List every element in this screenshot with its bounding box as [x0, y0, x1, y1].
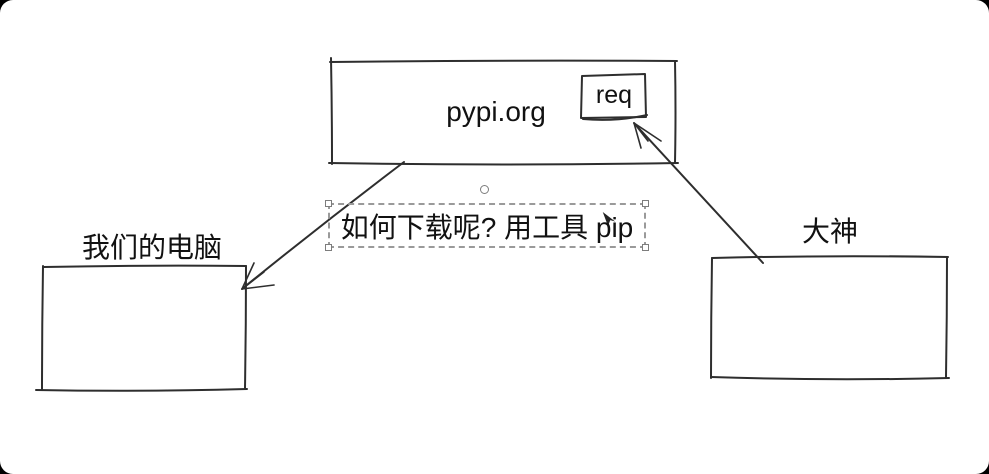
selection-handle-top-right[interactable]: [642, 200, 649, 207]
expert-box-label[interactable]: 大神: [801, 216, 858, 247]
arrow-pypi-to-computer[interactable]: [241, 161, 405, 290]
req-box-label[interactable]: req: [595, 81, 633, 109]
selection-box[interactable]: 如何下载呢? 用工具 pip: [325, 200, 649, 251]
selection-handle-bottom-left[interactable]: [325, 244, 332, 251]
our-computer-box-label[interactable]: 我们的电脑: [82, 232, 223, 263]
our-computer-box-outline[interactable]: [35, 264, 248, 392]
pypi-box-label[interactable]: pypi.org: [446, 96, 546, 127]
rotate-handle[interactable]: [480, 185, 489, 194]
mouse-cursor-icon: [601, 209, 618, 228]
req-box-outline[interactable]: [580, 73, 648, 121]
pypi-box-outline[interactable]: [328, 57, 679, 166]
selected-text[interactable]: 如何下载呢? 用工具 pip: [340, 211, 634, 243]
selection-handle-bottom-right[interactable]: [642, 244, 649, 251]
arrow-expert-to-req[interactable]: [633, 122, 764, 264]
selection-handle-top-left[interactable]: [325, 200, 332, 207]
expert-box-outline[interactable]: [710, 255, 950, 381]
